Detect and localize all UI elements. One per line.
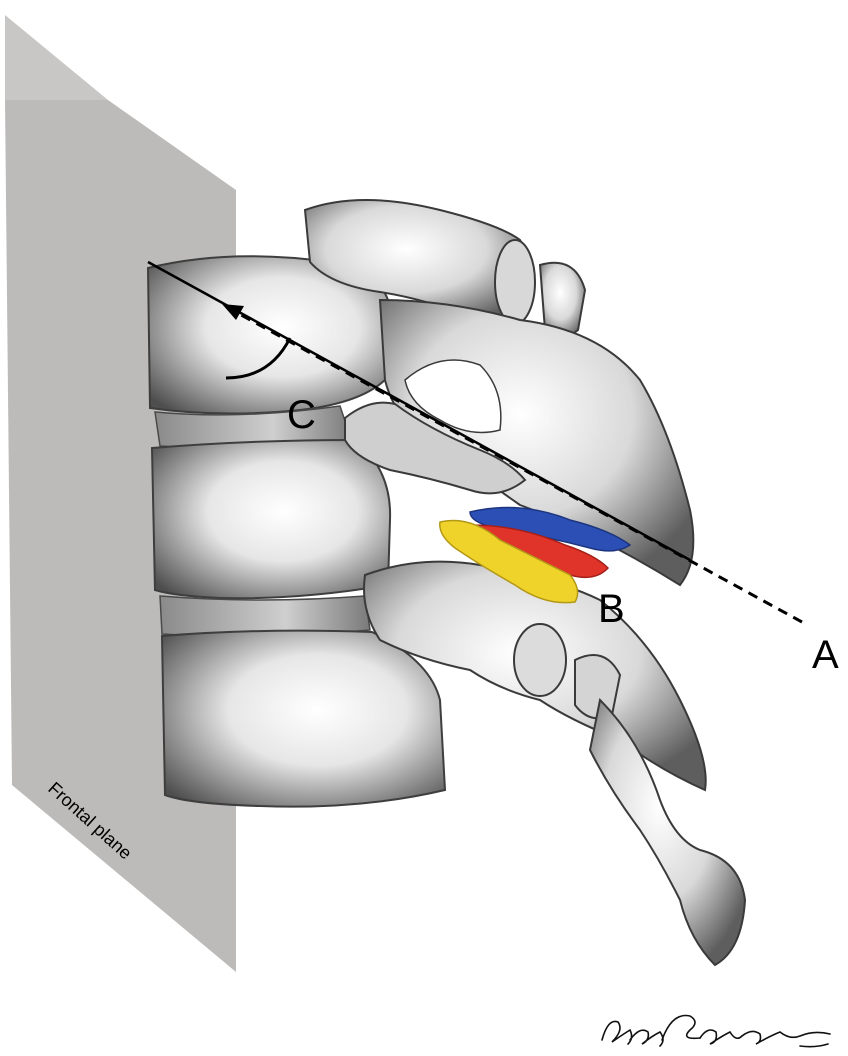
spinous-process: [588, 697, 747, 967]
artist-signature: [601, 1014, 831, 1048]
lower-vertebral-body: [160, 629, 447, 808]
posterior-elements: [303, 199, 747, 967]
angle-arc: [225, 337, 292, 380]
label-a: A: [812, 633, 839, 677]
intervertebral-foramen: [404, 359, 502, 434]
transverse-process-tip: [494, 239, 536, 325]
neurovascular-bundle: [439, 506, 632, 604]
trajectory-line-a: [231, 308, 803, 624]
frontal-plane-top: [5, 15, 108, 100]
yellow-structure: [439, 519, 579, 604]
trajectory-arrowhead: [222, 304, 244, 320]
label-b: B: [598, 587, 625, 631]
articular-facet: [513, 623, 567, 697]
label-c: C: [287, 393, 316, 437]
middle-vertebral-body: [150, 438, 392, 600]
pedicle: [344, 401, 527, 495]
